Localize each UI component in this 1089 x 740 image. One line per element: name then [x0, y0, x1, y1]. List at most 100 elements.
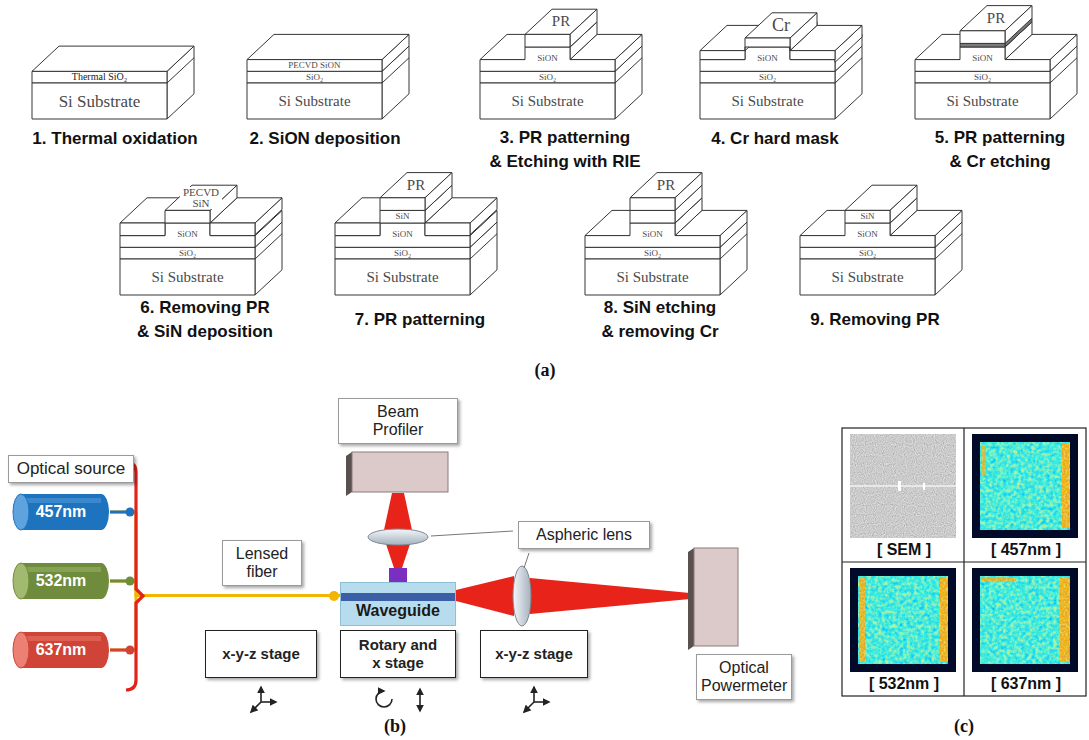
step-caption: 8. SiN etching — [601, 296, 718, 320]
image-grid-part — [850, 568, 956, 672]
layer-label: SiO₂ — [643, 249, 662, 258]
step-caption: 3. PR patterning & Etching with RIE — [489, 126, 640, 174]
layer-label: PECVD SiON — [287, 61, 341, 70]
image-grid-part — [980, 576, 1070, 664]
layer-label: PR — [406, 178, 426, 193]
node-text: x-y-z stage — [495, 645, 573, 663]
step-caption: & Etching with RIE — [489, 150, 640, 174]
layer-label: SiO₂ — [643, 249, 662, 258]
layer-label: SiON — [391, 230, 414, 239]
source-bracket — [110, 462, 339, 690]
layer-label: SiO₂ — [393, 249, 412, 258]
image-grid-part — [842, 428, 1086, 696]
step-caption: 1. Thermal oxidation — [32, 127, 197, 151]
lens-leader-lines-part — [431, 531, 513, 536]
cylinder-face — [13, 494, 29, 530]
source-bracket-part — [126, 462, 143, 690]
layer-label: SiN — [859, 212, 875, 221]
image-grid-part — [923, 483, 925, 490]
layer-label: Si Substrate — [365, 270, 439, 285]
step-2-stack-part — [247, 34, 409, 71]
layer-label: PR — [406, 178, 426, 193]
layer-label: SiO₂ — [973, 73, 992, 82]
image-caption: [ SEM ] — [877, 541, 931, 559]
source-bracket-part — [126, 508, 135, 517]
step-caption: 2. SiON deposition — [249, 127, 400, 151]
layer-label: Cr — [771, 16, 791, 34]
panel-label: (a) — [535, 360, 556, 381]
step-caption: & removing Cr — [601, 320, 718, 344]
image-grid-part — [858, 576, 948, 664]
layer-label: Si Substrate — [510, 94, 584, 109]
layer-label: Si Substrate — [150, 270, 224, 285]
layer-label: Si Substrate — [615, 270, 689, 285]
layer-label: SiO₂ — [538, 73, 557, 82]
step-3-stack-part — [480, 47, 615, 71]
beam-profiler-path-part — [346, 452, 352, 496]
node-text: 532nm — [36, 572, 87, 590]
cylinder-body — [21, 494, 109, 530]
step-caption: 5. PR patterning — [935, 126, 1065, 150]
motion-icons-part — [376, 691, 392, 707]
layer-label: SiON — [641, 230, 664, 239]
layer-label: SiO₂ — [858, 249, 877, 258]
layer-label: SiO₂ — [393, 249, 412, 258]
layer-label: SiON — [391, 230, 414, 239]
waveguide-block: Waveguide — [340, 582, 456, 626]
step-caption: 4. Cr hard mask — [711, 127, 839, 151]
step-caption: 8. SiN etching & removing Cr — [601, 296, 718, 344]
step-2-stack — [247, 34, 409, 119]
stage-box: x-y-z stage — [480, 630, 588, 678]
cylinder-face — [13, 632, 29, 668]
panel-label: (a) — [535, 360, 556, 381]
stage-box: Rotary and x stage — [340, 630, 456, 678]
powermeter-path-part — [688, 548, 694, 650]
step-caption: & Cr etching — [935, 150, 1065, 174]
layer-label: PECVD SiON — [287, 61, 341, 70]
layer-label: SiON — [756, 54, 779, 63]
layer-label: Si Substrate — [277, 94, 351, 109]
layer-label: PECVD SiN — [180, 187, 222, 209]
step-5-stack — [915, 6, 1077, 119]
step-caption: 6. Removing PR — [137, 296, 273, 320]
step-3-stack — [480, 9, 642, 119]
layer-label: Si Substrate — [58, 93, 142, 110]
layer-label: Si Substrate — [277, 94, 351, 109]
layer-label: Si Substrate — [945, 94, 1019, 109]
powermeter-path-part — [456, 576, 514, 616]
layer-label: Si Substrate — [730, 94, 804, 109]
beam-profiler-path-part — [368, 529, 428, 545]
node-text: Beam Profiler — [359, 403, 437, 440]
beam-profiler-path-part — [389, 568, 407, 582]
step-7-stack-part — [380, 173, 452, 211]
layer-stacks — [32, 6, 1077, 295]
node-text: Optical Powermeter — [701, 659, 787, 696]
layer-label: SiO₂ — [758, 73, 777, 82]
step-caption: 6. Removing PR & SiN deposition — [137, 296, 273, 344]
step-caption: & SiN deposition — [137, 320, 273, 344]
panel-label: (b) — [384, 716, 406, 737]
step-6-stack-part — [120, 185, 282, 235]
cylinder-highlight — [21, 498, 101, 503]
label-box: Beam Profiler — [338, 398, 458, 444]
step-8-stack-part — [630, 173, 702, 211]
waveguide-core — [341, 593, 455, 601]
step-caption: 6. Removing PR & SiN deposition — [137, 296, 273, 344]
layer-label: SiO₂ — [758, 73, 777, 82]
lens-leader-lines-part — [524, 553, 529, 568]
step-caption: 1. Thermal oxidation — [32, 127, 197, 151]
image-grid-part — [980, 442, 1070, 530]
layer-label: Si Substrate — [730, 94, 804, 109]
cylinder-highlight — [21, 636, 101, 641]
layer-label: Si Substrate — [830, 270, 904, 285]
step-caption: 5. PR patterning & Cr etching — [935, 126, 1065, 174]
layer-label: SiON — [536, 54, 559, 63]
layer-label: PR — [656, 178, 676, 193]
layer-label: Cr — [771, 16, 791, 34]
node-text: 637nm — [36, 641, 87, 659]
step-8-stack — [585, 173, 747, 295]
layer-label: SiON — [856, 230, 879, 239]
step-caption: 9. Removing PR — [810, 308, 939, 332]
layer-label: Si Substrate — [945, 94, 1019, 109]
